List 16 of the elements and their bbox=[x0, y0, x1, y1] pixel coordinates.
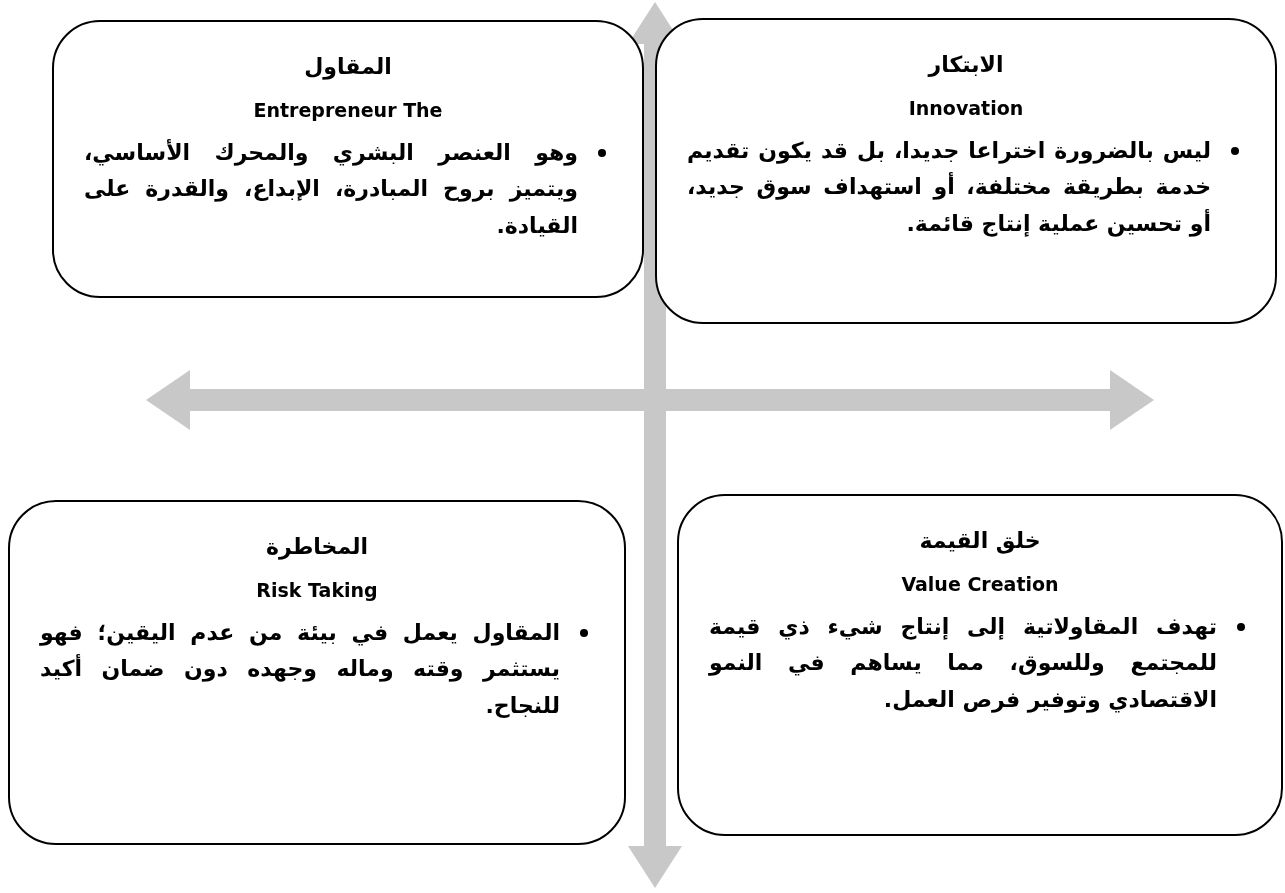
node-subtitle: Value Creation bbox=[901, 573, 1059, 595]
node-title: المخاطرة bbox=[265, 534, 369, 559]
node-title: الابتكار bbox=[928, 52, 1004, 77]
node-title: خلق القيمة bbox=[919, 528, 1041, 553]
node-title: المقاول bbox=[304, 54, 392, 79]
rounded-box bbox=[677, 494, 1283, 836]
bullet-text: ليس بالضرورة اختراعا جديدا، بل قد يكون تقديم خدمة بطريقة مختلفة، أو استهداف سوق جديد، أو تحسين عملية إنتاج قائمة. bbox=[687, 138, 1211, 236]
bullet-text: وهو العنصر البشري والمحرك الأساسي، ويتميز بروح المبادرة، الإبداع، والقدرة على القيادة. bbox=[84, 140, 578, 238]
node-subtitle: Innovation bbox=[908, 97, 1024, 119]
node-subtitle: Entrepreneur The bbox=[253, 99, 443, 121]
rounded-box bbox=[655, 18, 1277, 324]
rounded-box bbox=[8, 500, 626, 845]
bullet-text: المقاول يعمل في بيئة من عدم اليقين؛ فهو يستثمر وقته وماله وجهده دون ضمان أكيد للنجاح. bbox=[40, 620, 560, 718]
bullet-text: تهدف المقاولاتية إلى إنتاج شيء ذي قيمة للمجتمع وللسوق، مما يساهم في النمو الاقتصادي وتوفير فرص العمل. bbox=[709, 614, 1217, 712]
rounded-box bbox=[52, 20, 644, 298]
node-subtitle: Risk Taking bbox=[256, 579, 378, 601]
